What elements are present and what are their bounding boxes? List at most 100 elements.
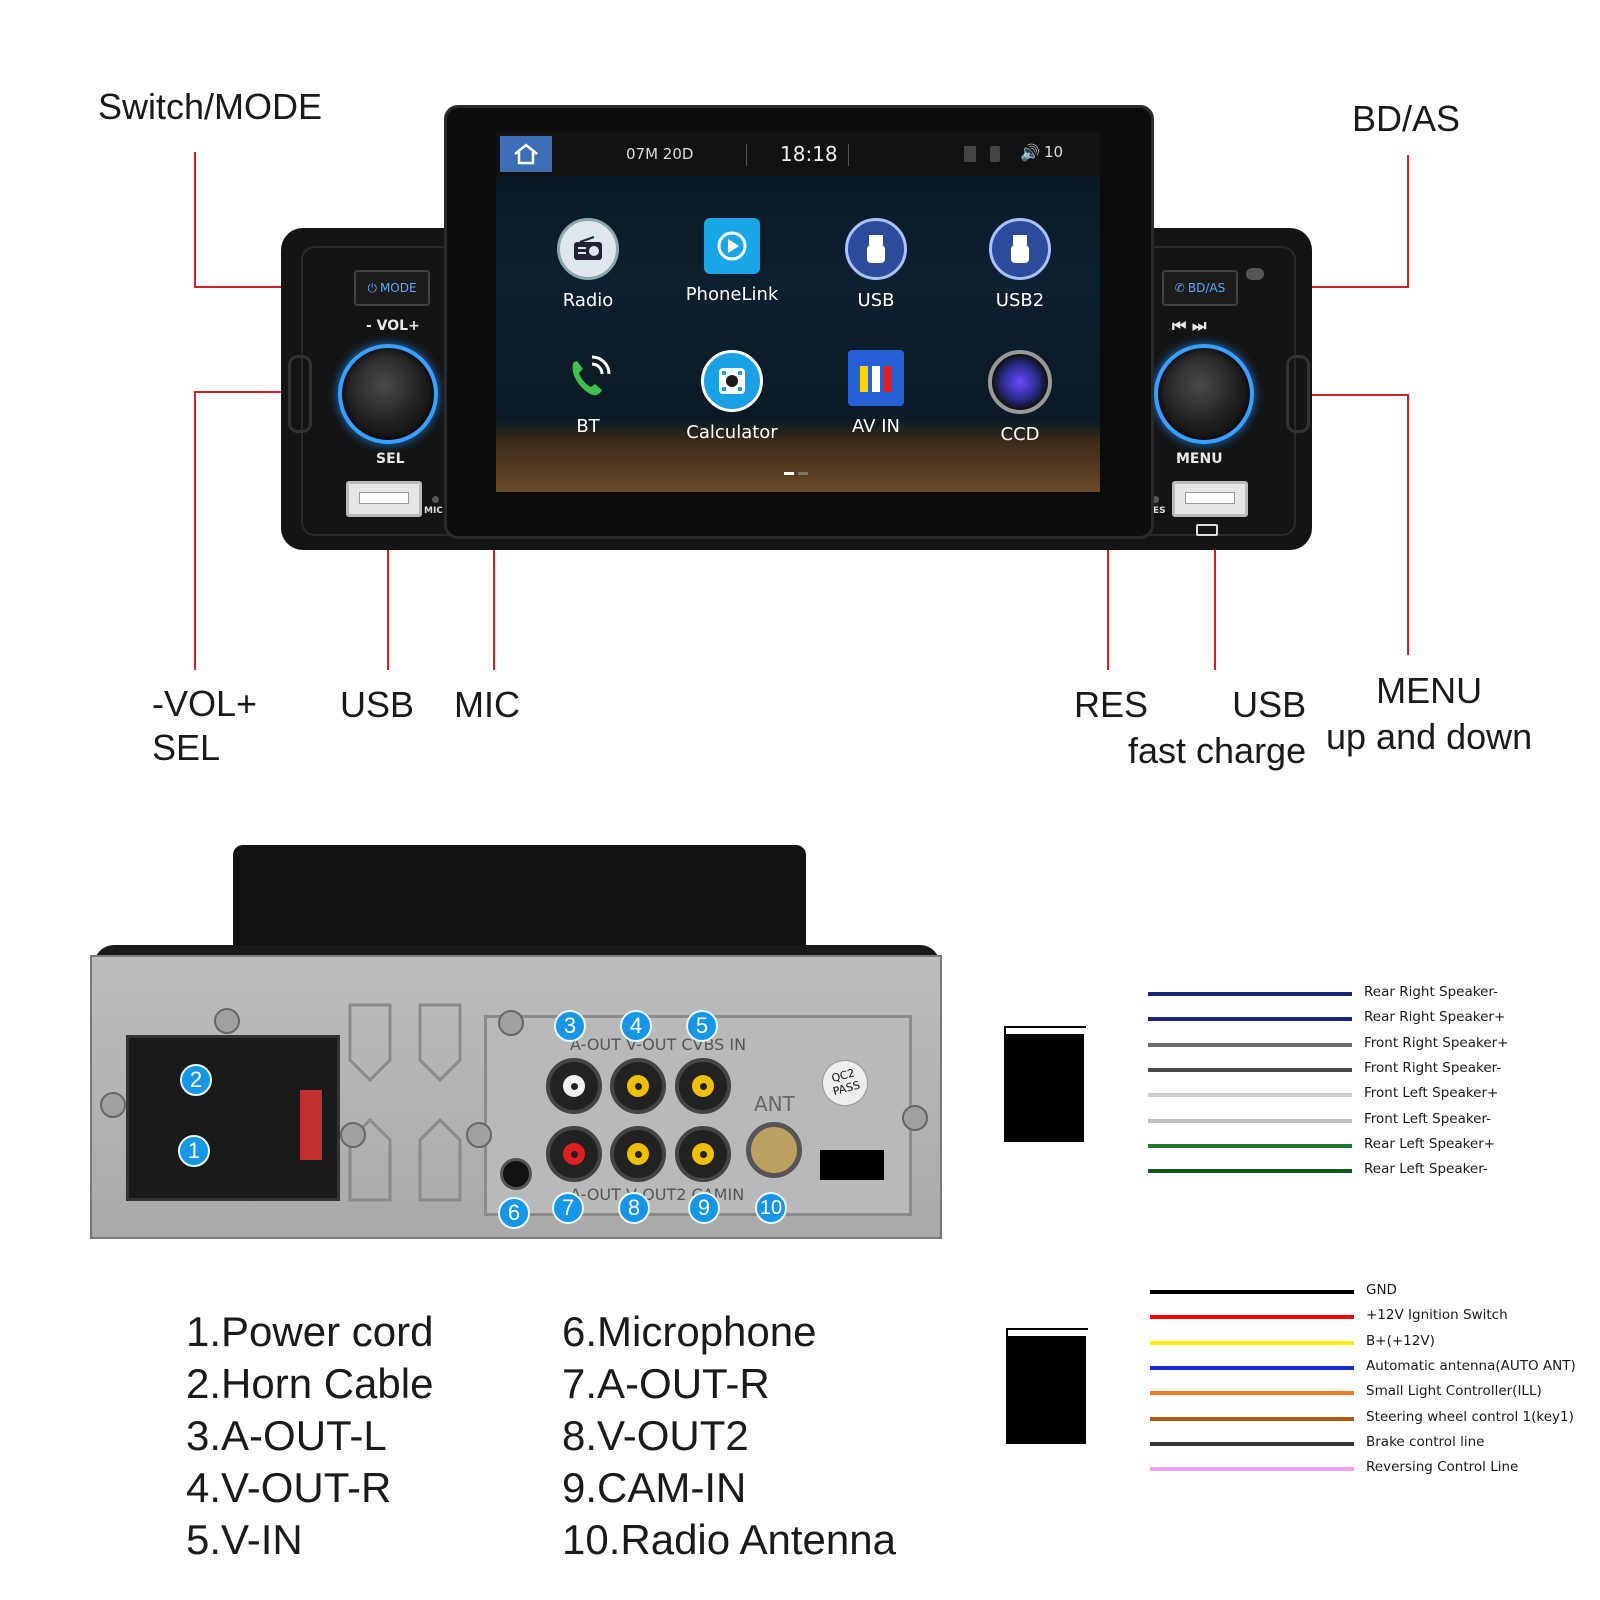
app-radio[interactable]: Radio: [528, 218, 648, 311]
badge-4: 4: [620, 1010, 652, 1042]
legend-item: 1.Power cord: [186, 1308, 434, 1355]
antenna-port[interactable]: [746, 1122, 802, 1178]
badge-5: 5: [686, 1010, 718, 1042]
status-time: 18:18: [780, 142, 838, 166]
fuse: [300, 1090, 322, 1160]
wire-label: B+(+12V): [1366, 1332, 1435, 1349]
app-bt[interactable]: BT: [528, 350, 648, 437]
battery-icon: [1196, 524, 1218, 536]
callout-switch-mode: Switch/MODE: [98, 86, 323, 127]
app-label: USB2: [995, 290, 1045, 311]
bd-as-button[interactable]: ✆ BD/AS: [1162, 270, 1238, 306]
wire-label: Front Right Speaker+: [1364, 1034, 1509, 1051]
wire-line: [1150, 1340, 1354, 1345]
rca-cam-in[interactable]: [675, 1126, 731, 1182]
badge-3: 3: [554, 1010, 586, 1042]
wire-line: [1148, 1017, 1352, 1022]
mic-jack[interactable]: [500, 1158, 532, 1190]
wire-label: Small Light Controller(ILL): [1366, 1383, 1542, 1400]
app-calculator[interactable]: Calculator: [672, 350, 792, 443]
wire-line: [1148, 1067, 1352, 1072]
page-indicator: [784, 472, 794, 475]
rca-v-out2[interactable]: [610, 1126, 666, 1182]
calculator-icon: [701, 350, 763, 412]
app-label: PhoneLink: [685, 284, 779, 305]
app-usb2[interactable]: USB2: [960, 218, 1080, 311]
reset-hole[interactable]: [1152, 496, 1159, 503]
wire-line: [1148, 1143, 1352, 1148]
legend-item: 2.Horn Cable: [186, 1360, 434, 1407]
wire-label: Front Right Speaker-: [1364, 1059, 1502, 1076]
rca-a-out-r[interactable]: [546, 1126, 602, 1182]
callout-res: RES: [1074, 684, 1149, 725]
usb-port-left[interactable]: [346, 481, 422, 517]
wire-line: [1150, 1467, 1354, 1472]
sel-label: SEL: [376, 451, 405, 467]
sd-card-icon: [964, 146, 976, 162]
mode-button[interactable]: ⏻ MODE: [354, 270, 430, 306]
legend-item: 8.V-OUT2: [562, 1412, 749, 1459]
screw: [340, 1122, 366, 1148]
usb-port-right[interactable]: [1172, 481, 1248, 517]
legend-item: 7.A-OUT-R: [562, 1360, 770, 1407]
wire-line: [1148, 992, 1352, 996]
rca-v-in[interactable]: [675, 1058, 731, 1114]
wire-label: Front Left Speaker+: [1364, 1085, 1499, 1102]
wire-label: GND: [1366, 1282, 1397, 1298]
usb2-icon: [989, 218, 1051, 280]
wire-label: Automatic antenna(AUTO ANT): [1366, 1357, 1576, 1374]
right-grip: [1286, 355, 1310, 433]
app-av-in[interactable]: AV IN: [816, 350, 936, 437]
ir-sensor: [1246, 268, 1264, 280]
legend-item: 9.CAM-IN: [562, 1464, 747, 1511]
app-label: Radio: [562, 290, 614, 311]
menu-knob[interactable]: [1154, 344, 1254, 444]
callout-menu-up-down: MENU up and down: [1326, 670, 1533, 757]
home-icon: [514, 143, 538, 165]
av-panel: [484, 1015, 912, 1216]
mic-hole: [432, 496, 439, 503]
badge-7: 7: [552, 1192, 584, 1224]
rca-a-out-l[interactable]: [546, 1058, 602, 1114]
badge-8: 8: [618, 1192, 650, 1224]
legend-item: 3.A-OUT-L: [186, 1412, 387, 1459]
legend-item: 5.V-IN: [186, 1516, 303, 1563]
app-usb[interactable]: USB: [816, 218, 936, 311]
badge-10: 10: [755, 1192, 787, 1224]
badge-9: 9: [688, 1192, 720, 1224]
screen-back: [233, 845, 806, 955]
power-icon: ⏻: [367, 280, 377, 295]
screw: [214, 1008, 240, 1034]
status-volume: 10: [1044, 143, 1064, 161]
callout-usb-left: USB: [340, 684, 415, 725]
wire-label: Reversing Control Line: [1366, 1459, 1519, 1476]
app-phonelink[interactable]: PhoneLink: [672, 218, 792, 305]
wire-label: Rear Left Speaker-: [1364, 1161, 1488, 1178]
screw: [902, 1105, 928, 1131]
prev-next-icon[interactable]: ⏮ ⏭: [1172, 316, 1207, 335]
ant-label: ANT: [754, 1092, 795, 1116]
phone-icon: [560, 350, 616, 406]
usb-status-icon: [990, 146, 1000, 162]
status-divider: [848, 144, 849, 166]
wire-line: [1148, 1093, 1352, 1098]
wire-label: +12V Ignition Switch: [1366, 1307, 1508, 1324]
screw: [100, 1092, 126, 1118]
label-plate: [820, 1150, 884, 1180]
callout-bd-as: BD/AS: [1352, 98, 1461, 139]
app-ccd[interactable]: CCD: [960, 350, 1080, 445]
volume-knob[interactable]: [338, 344, 438, 444]
legend-item: 4.V-OUT-R: [186, 1464, 392, 1511]
rca-v-out-r[interactable]: [610, 1058, 666, 1114]
radio-icon: [557, 218, 619, 280]
legend-item: 10.Radio Antenna: [562, 1516, 896, 1563]
wire-label: Rear Left Speaker+: [1364, 1135, 1496, 1152]
home-button[interactable]: [500, 136, 552, 172]
mic-label: MIC: [424, 506, 443, 516]
screw: [498, 1010, 524, 1036]
wire-line: [1150, 1315, 1354, 1320]
wire-line: [1150, 1391, 1354, 1396]
wire-label: Steering wheel control 1(key1): [1366, 1408, 1574, 1425]
wire-line: [1150, 1441, 1354, 1446]
touch-screen[interactable]: 07M 20D 18:18 🔊 10 Radio PhoneLink USB U…: [496, 132, 1100, 492]
